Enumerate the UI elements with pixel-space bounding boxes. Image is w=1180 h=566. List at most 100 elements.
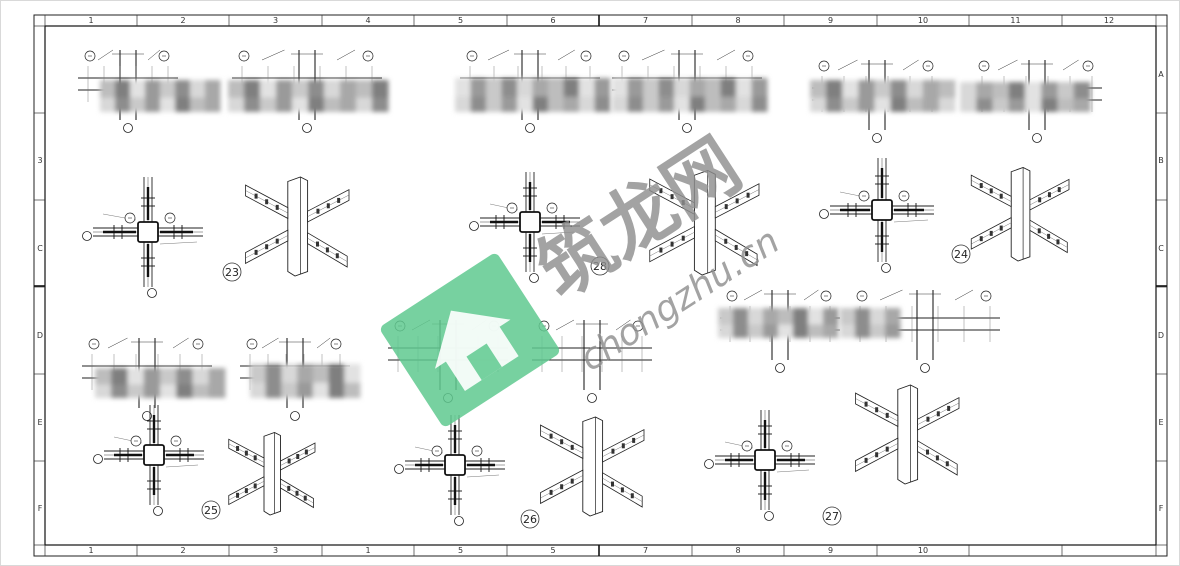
detail-number-circle — [201, 500, 221, 520]
blur-block — [938, 97, 956, 112]
blur-block — [192, 384, 210, 398]
detail-number: 25 — [204, 504, 218, 517]
leader-line — [803, 289, 819, 301]
axis-bubble — [302, 123, 312, 133]
blur-block — [205, 97, 221, 112]
bolt-group — [287, 458, 291, 464]
right-row-label: C — [1158, 244, 1164, 253]
plan-view — [704, 410, 815, 521]
column-box — [519, 211, 541, 233]
leader-line — [159, 241, 198, 245]
blurred-region — [612, 78, 768, 112]
bolt-group — [746, 192, 750, 198]
top-column-label: 5 — [458, 16, 463, 25]
blur-block — [885, 324, 901, 338]
detail-number: 27 — [825, 510, 839, 523]
top-column-label: 4 — [365, 16, 370, 25]
bolt-group — [316, 208, 320, 214]
top-column-label: 9 — [828, 16, 833, 25]
bolt-group — [254, 249, 258, 255]
isometric-view — [228, 432, 316, 516]
leader-line — [893, 219, 929, 223]
left-row-label: D — [37, 331, 43, 340]
bolt-group — [999, 225, 1003, 231]
bolt-group — [875, 407, 879, 413]
detail-number-circle — [222, 262, 242, 282]
leader-line — [487, 49, 510, 61]
leader-line — [902, 59, 919, 71]
bolt-group — [926, 449, 929, 455]
column-body — [897, 384, 919, 485]
blurred-region — [250, 364, 361, 398]
bolt-group — [724, 238, 728, 244]
axis-bubble — [454, 516, 464, 526]
blur-block — [627, 96, 644, 112]
blur-block — [842, 97, 859, 112]
bolt-group — [304, 449, 308, 455]
blurred-region — [718, 308, 839, 338]
bolt-group — [303, 495, 307, 501]
bolt-group — [570, 478, 574, 484]
bolt-group — [335, 253, 339, 259]
axis-bubble — [775, 363, 785, 373]
bolt-group — [979, 236, 983, 242]
bolt-group — [611, 448, 615, 454]
top-column-label: 8 — [735, 16, 740, 25]
column-box — [871, 199, 893, 221]
axis-bubble — [153, 506, 163, 516]
blur-block — [906, 97, 924, 112]
bolt-group — [1056, 239, 1060, 245]
blur-block — [250, 382, 267, 398]
bottom-column-label: 7 — [643, 546, 648, 555]
plan-view — [82, 177, 203, 298]
bolt-group — [295, 490, 299, 496]
blur-block — [751, 96, 768, 112]
blur-block — [922, 97, 940, 112]
bottom-column-label: 9 — [828, 546, 833, 555]
isometric-view — [245, 176, 350, 277]
column-box — [444, 454, 466, 476]
plan-view — [93, 405, 204, 516]
leader-line — [97, 49, 114, 61]
axis-bubble — [872, 133, 882, 143]
blur-block — [160, 97, 176, 112]
blur-block — [1073, 98, 1091, 112]
detail-number: 23 — [225, 266, 239, 279]
bolt-group — [734, 244, 738, 250]
bolt-group — [287, 485, 291, 491]
blur-block — [297, 382, 314, 398]
bottom-column-label: 1 — [88, 546, 93, 555]
axis-bubble — [123, 123, 133, 133]
bottom-column-label: 5 — [458, 546, 463, 555]
bolt-group — [265, 199, 269, 205]
blur-block — [532, 96, 549, 112]
bolt-group — [253, 455, 257, 461]
blur-block — [1025, 98, 1042, 112]
blur-block — [718, 324, 734, 338]
detail-number-circle — [951, 244, 971, 264]
bolt-group — [885, 446, 889, 452]
bottom-column-label: 10 — [918, 546, 928, 555]
column-box — [754, 449, 776, 471]
plan-view — [819, 158, 934, 273]
blur-block — [340, 97, 357, 112]
blur-block — [176, 384, 193, 398]
blur-block — [874, 97, 892, 112]
leader-line — [997, 59, 1018, 71]
leader-line — [716, 49, 736, 61]
blur-block — [992, 98, 1010, 112]
top-column-label: 10 — [918, 16, 928, 25]
bolt-group — [885, 412, 889, 418]
top-column-label: 1 — [88, 16, 93, 25]
blur-block — [127, 384, 145, 398]
blur-block — [244, 97, 261, 112]
blur-block — [1041, 98, 1058, 112]
bolt-group — [621, 443, 625, 449]
bolt-group — [275, 204, 279, 210]
bolt-group — [681, 235, 685, 241]
leader-line — [837, 59, 858, 71]
blur-block — [208, 384, 226, 398]
bolt-group — [936, 411, 940, 417]
bolt-group — [724, 204, 728, 210]
